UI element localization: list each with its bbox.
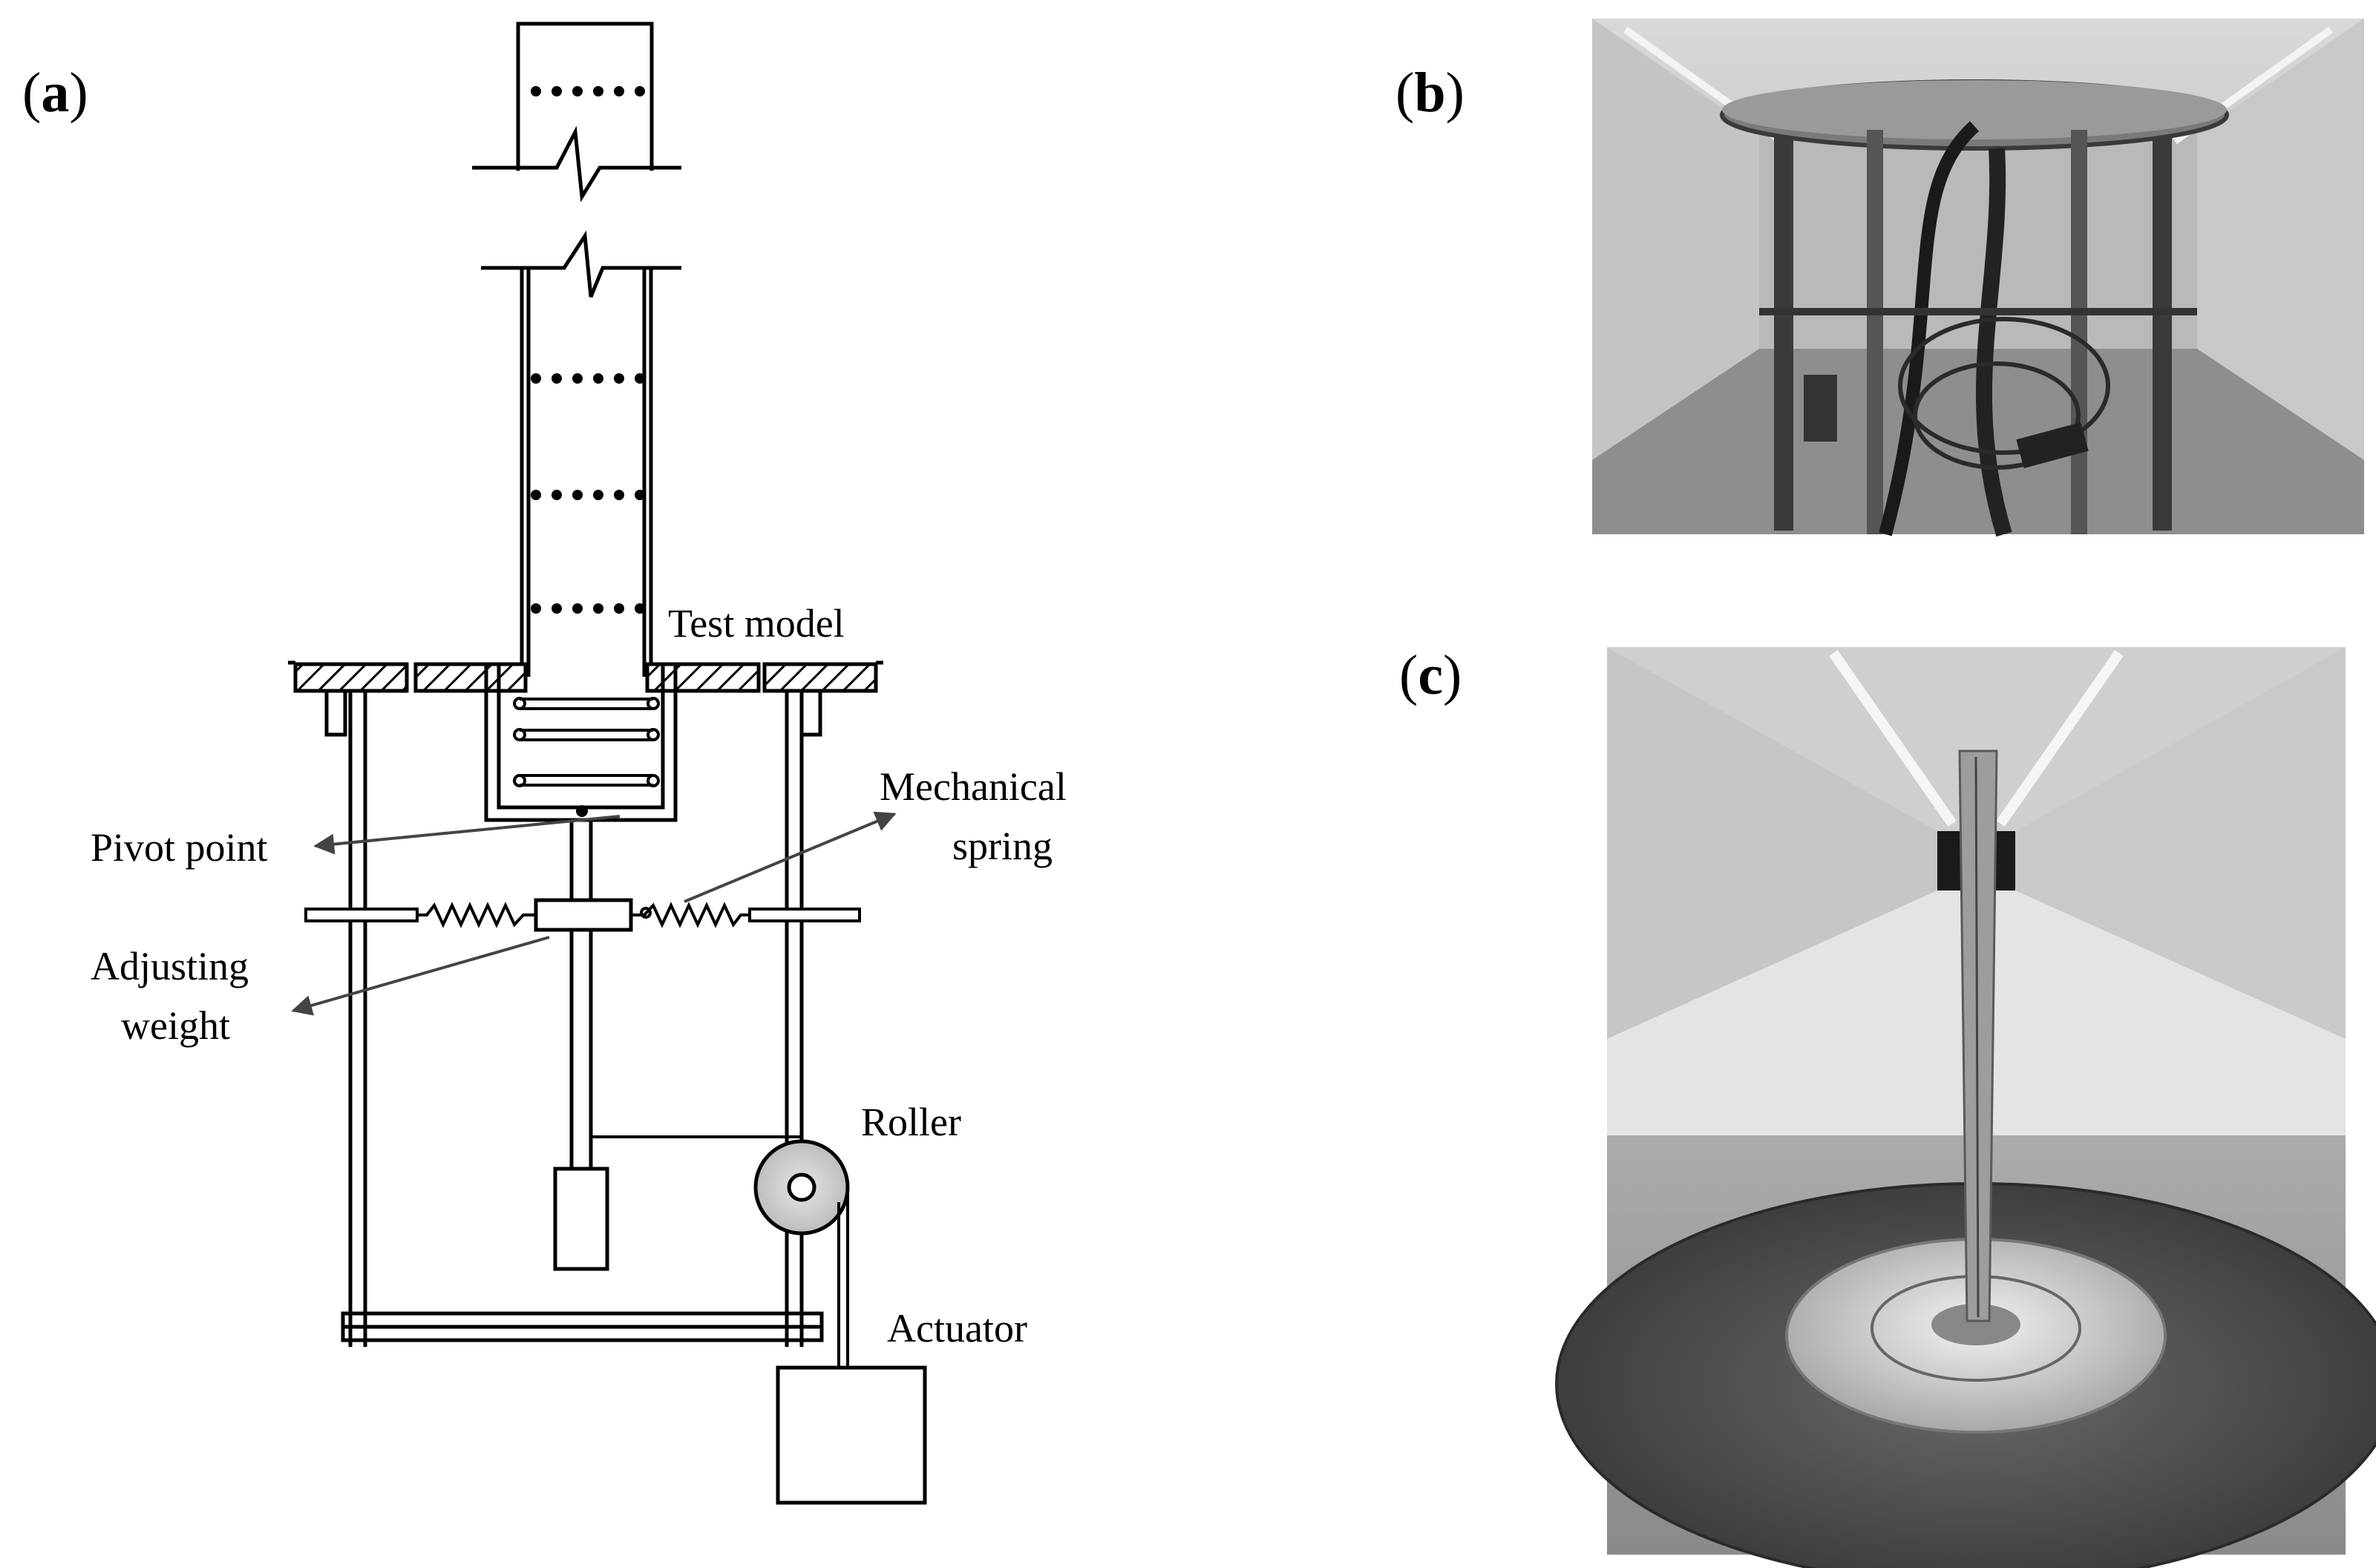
panel-label-b: (b) <box>1395 62 1464 124</box>
wind-tunnel-tall-building-model-photo <box>1555 647 2376 1568</box>
model-break-line <box>481 230 681 298</box>
counterweight <box>553 1167 609 1271</box>
spring-assembly <box>304 898 861 932</box>
label-mechanical-spring-2: spring <box>952 824 1053 868</box>
panel-a-schematic: (a) <box>22 22 1067 1505</box>
adjusting-weight-block <box>534 898 633 932</box>
label-actuator: Actuator <box>887 1306 1027 1351</box>
wind-tunnel-model-underside-photo <box>1592 19 2364 537</box>
label-test-model: Test model <box>668 601 845 646</box>
roller-assembly <box>591 1135 927 1505</box>
pivot-point-marker <box>576 805 588 817</box>
clamp-bolts <box>513 697 660 787</box>
label-mechanical-spring-1: Mechanical <box>880 764 1067 809</box>
panel-b-photo: (b) <box>1395 19 2364 537</box>
label-pivot-point: Pivot point <box>91 825 268 870</box>
model-column <box>520 268 653 677</box>
actuator-box <box>776 1365 927 1505</box>
label-roller: Roller <box>861 1100 961 1144</box>
label-adjusting-weight-1: Adjusting <box>91 944 249 988</box>
panel-label-c: (c) <box>1399 644 1462 706</box>
pendulum-rod <box>553 820 609 1271</box>
support-frame <box>341 691 824 1347</box>
leader-arrows <box>291 811 897 1016</box>
model-top-section <box>472 22 681 203</box>
label-adjusting-weight-2: weight <box>121 1003 230 1048</box>
panel-c-photo: (c) <box>1399 644 2376 1568</box>
floor-slab <box>288 660 883 737</box>
panel-label-a: (a) <box>22 62 88 124</box>
